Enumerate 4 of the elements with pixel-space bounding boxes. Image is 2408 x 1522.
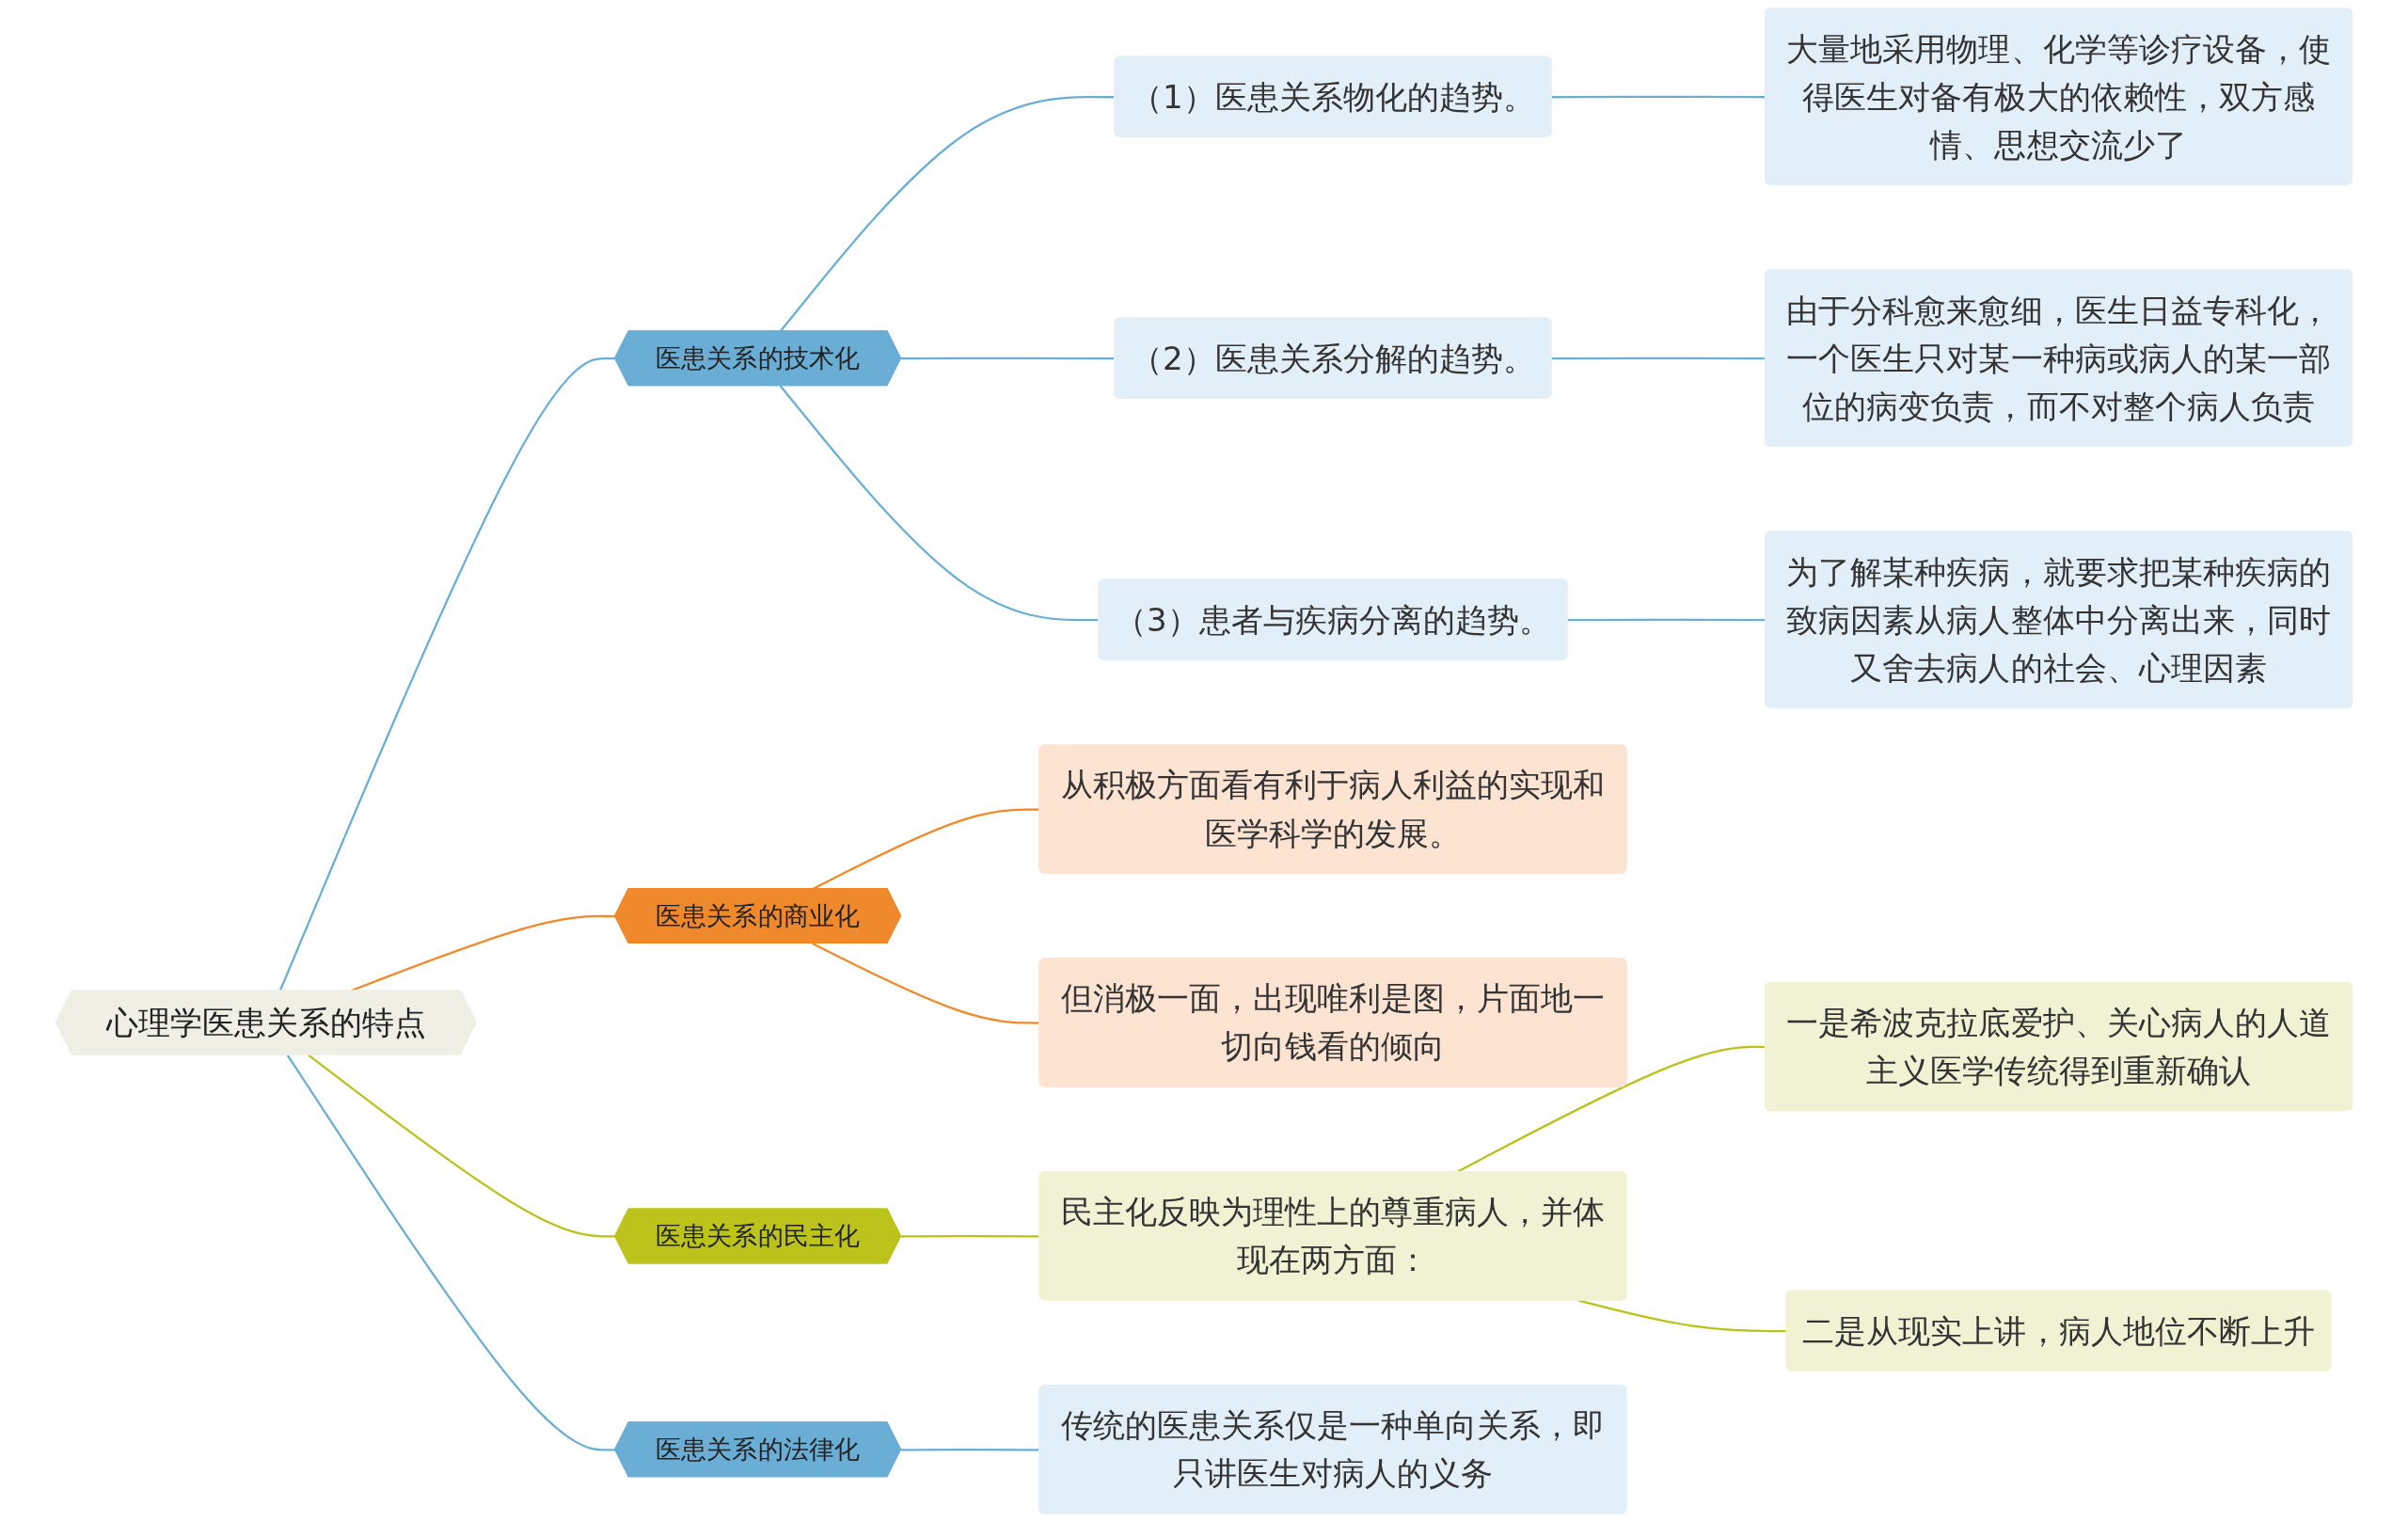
connector [278, 357, 616, 991]
connector [308, 1054, 616, 1238]
connector [1578, 1299, 1787, 1333]
connector [286, 1054, 616, 1451]
